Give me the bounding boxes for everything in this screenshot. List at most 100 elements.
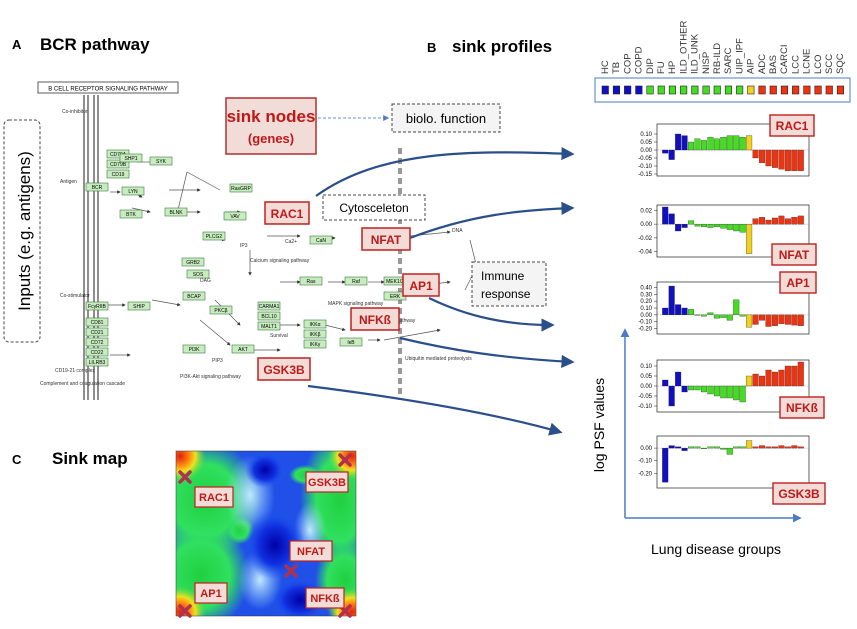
- kegg-node: CD19: [106, 169, 130, 179]
- profile-bar: [668, 445, 675, 449]
- profile-name-box: [779, 396, 825, 419]
- profile-bar: [700, 385, 707, 393]
- kegg-node: PKCβ: [209, 305, 233, 315]
- kegg-node: SOS: [186, 269, 210, 279]
- sink-map-labels: RAC1 GSK3B NFAT AP1 NFKß: [194, 471, 349, 609]
- y-tick-label: 0.30: [640, 292, 652, 298]
- sink-nodes-title: sink nodes: [227, 107, 316, 126]
- inputs-label: Inputs (e.g. antigens): [15, 151, 34, 311]
- kegg-node: SHIP: [127, 301, 151, 311]
- profile-bar: [752, 149, 759, 159]
- group-swatch: [758, 85, 766, 95]
- profile-bar: [668, 285, 675, 316]
- profile-bar: [675, 446, 682, 449]
- kegg-node-label: CD22: [91, 350, 104, 356]
- group-label: BAS: [768, 55, 779, 74]
- profile-bar: [778, 445, 785, 449]
- kegg-node-label: SHP1: [124, 156, 137, 162]
- profile-bar: [778, 369, 785, 387]
- immune-label-2: response: [481, 287, 531, 301]
- profile-bar: [784, 218, 791, 225]
- kegg-node: CaN: [309, 235, 333, 245]
- group-swatch: [680, 85, 688, 95]
- kegg-node: MALT1: [257, 321, 281, 331]
- kegg-node-label: IKKβ: [310, 332, 321, 338]
- group-swatch: [668, 85, 677, 95]
- profile-bar: [662, 307, 669, 316]
- kegg-node: IKKβ: [303, 329, 327, 339]
- profile-bar: [707, 137, 714, 151]
- kegg-annotation: CD19-21 complex: [55, 368, 96, 374]
- y-tick-label: 0.20: [640, 299, 652, 305]
- y-tick-label: 0.00: [640, 384, 652, 390]
- profile-bar: [759, 149, 766, 163]
- group-swatch: [601, 85, 609, 95]
- map-label-rac1: RAC1: [199, 492, 229, 504]
- profile-bar: [752, 446, 759, 449]
- profile-bar: [797, 314, 804, 326]
- group-swatch: [836, 85, 845, 95]
- kegg-node-label: ERK: [390, 294, 401, 300]
- sink-map-markers: [178, 453, 352, 618]
- profile-bar: [784, 446, 791, 449]
- profile-bar: [797, 446, 804, 449]
- kegg-node-label: PLCG2: [206, 234, 223, 240]
- profile-bar: [713, 223, 720, 228]
- profile-bar: [681, 135, 688, 151]
- profile-x-label: Lung disease groups: [651, 541, 781, 557]
- group-swatch: [713, 85, 721, 95]
- profile-bar: [688, 446, 695, 449]
- profile-bar: [784, 314, 791, 325]
- kegg-node-label: BCL10: [261, 314, 277, 320]
- immune-label-1: Immune: [481, 269, 525, 283]
- kegg-node: CARMA1: [257, 301, 281, 311]
- profile-bar: [778, 149, 785, 170]
- group-label: CARCI: [779, 44, 790, 74]
- sink-label-nfkb-text: NFKß: [359, 313, 391, 327]
- immune-response-box: [471, 261, 547, 307]
- kegg-node: CD79B: [106, 159, 130, 169]
- kegg-node-label: CD79A: [110, 152, 127, 158]
- y-tick-label: -0.10: [638, 404, 652, 410]
- kegg-node: IKKα: [303, 319, 327, 329]
- y-tick-label: 0.10: [640, 132, 652, 138]
- group-label: TB: [611, 62, 622, 74]
- group-swatch: [691, 85, 699, 95]
- profile-bar: [752, 218, 759, 225]
- kegg-node: PI3K: [182, 344, 206, 354]
- profile-bar: [739, 446, 746, 449]
- kegg-node: CD21: [85, 327, 109, 337]
- profile-bar: [662, 379, 669, 387]
- profile-bar: [739, 137, 746, 151]
- profile-bar: [675, 371, 682, 387]
- profile-bar: [733, 135, 740, 151]
- profile-bar: [791, 217, 798, 225]
- inputs-box: [3, 119, 41, 343]
- kegg-node-label: PI3K: [189, 347, 201, 353]
- profile-bar: [720, 447, 727, 450]
- sink-label-nfat: [361, 227, 411, 251]
- kegg-annotation: Survival: [270, 333, 288, 339]
- sink-nodes-box: [225, 97, 317, 155]
- y-tick-label: -0.20: [638, 327, 652, 333]
- group-swatch: [702, 85, 710, 95]
- kegg-node-label: CD81: [91, 320, 104, 326]
- profile-bar: [713, 446, 720, 449]
- profile-bar: [791, 314, 798, 326]
- kegg-node-label: BCAP: [187, 294, 201, 300]
- profile-bar: [759, 375, 766, 387]
- profile-bar: [778, 314, 785, 324]
- kegg-annotation: IP3: [240, 243, 248, 249]
- group-label: LCC: [790, 55, 801, 74]
- profile-bar: [739, 223, 746, 233]
- y-tick-label: -0.10: [638, 459, 652, 465]
- kegg-node: IKKγ: [303, 339, 327, 349]
- profile-bar: [720, 223, 727, 229]
- group-label: COPD: [634, 46, 645, 74]
- profile-bar: [765, 149, 772, 167]
- profile-bar: [771, 149, 778, 168]
- kegg-node-label: LYN: [128, 189, 138, 195]
- kegg-node: SYK: [149, 156, 173, 166]
